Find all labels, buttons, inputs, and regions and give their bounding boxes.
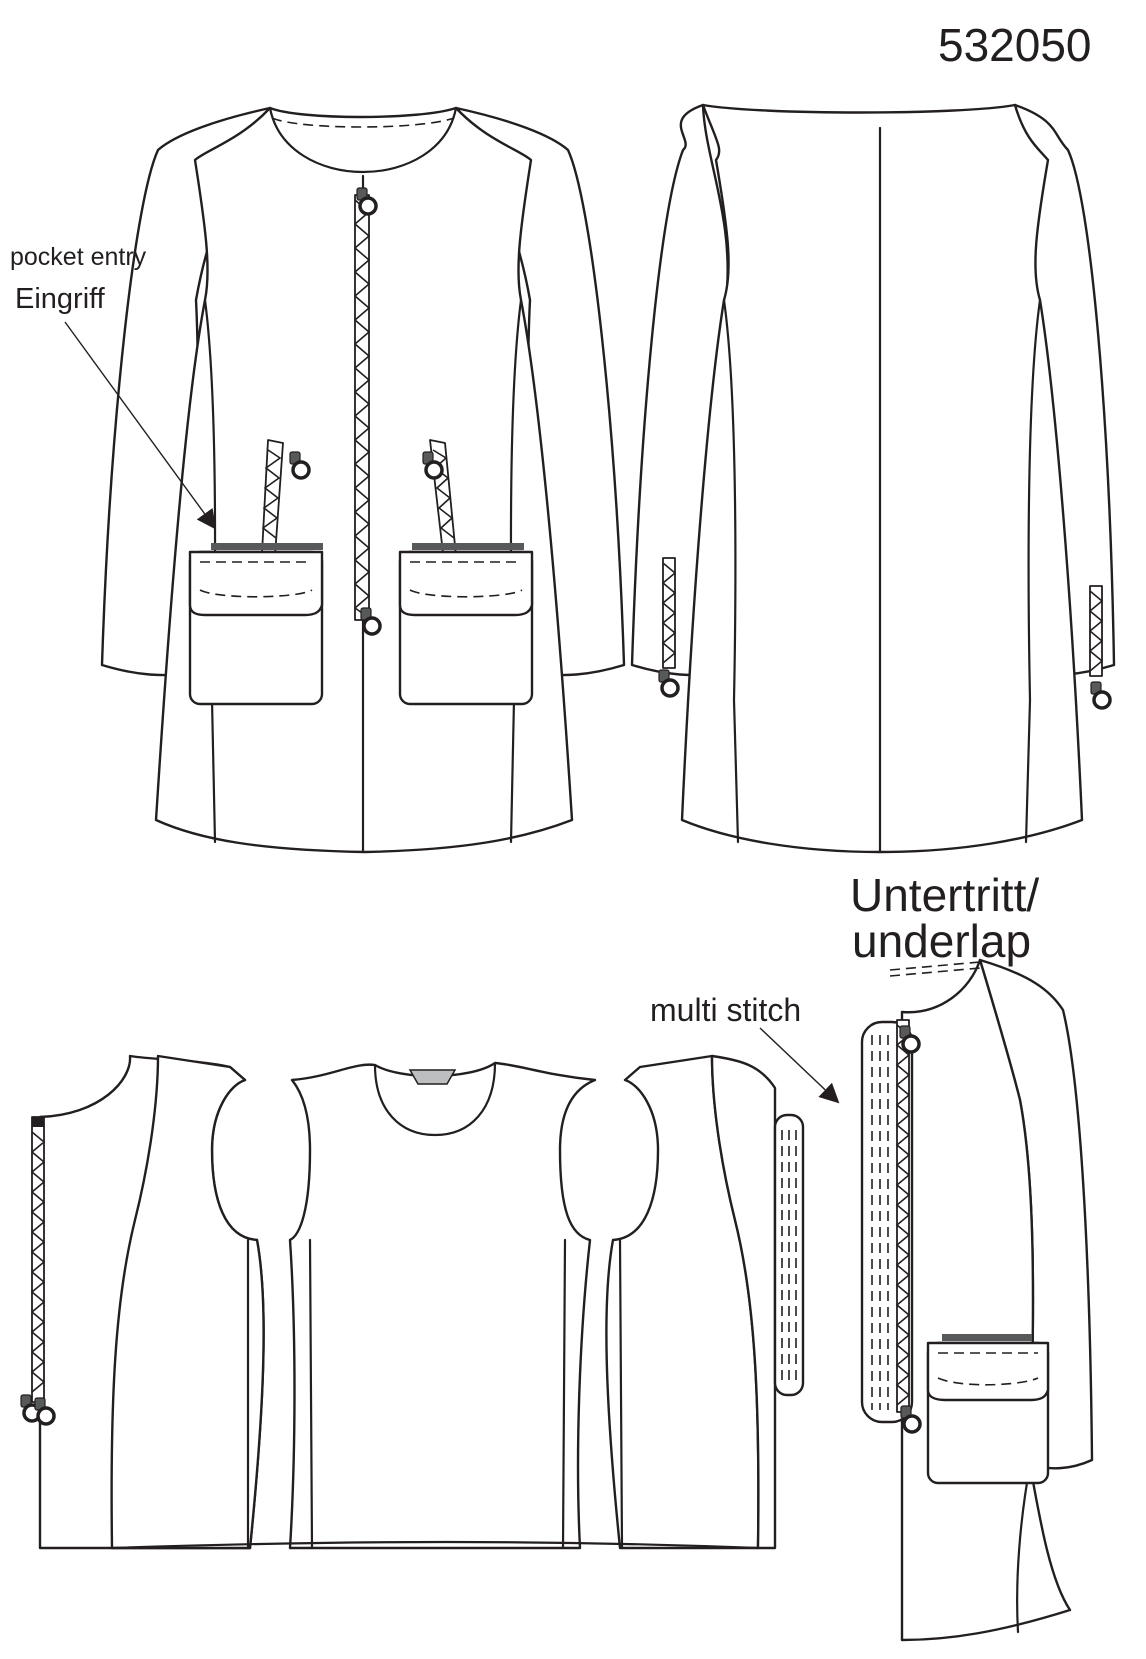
detail-pocket bbox=[926, 1334, 1050, 1485]
front-zipper-icon bbox=[353, 186, 382, 636]
flat-underlap-multi-stitch bbox=[773, 1113, 805, 1397]
flat-back-label-tab bbox=[408, 1069, 457, 1085]
flat-front-zipper-icon bbox=[19, 1116, 56, 1426]
front-neckline-stitch bbox=[271, 117, 455, 128]
detail-zipper-icon bbox=[895, 1019, 922, 1434]
pocket-entry-label-de: Eingriff bbox=[15, 283, 105, 315]
style-number: 532050 bbox=[938, 19, 1092, 71]
detail-princess-seam bbox=[1016, 1463, 1032, 1634]
back-view bbox=[630, 103, 1116, 854]
back-right-princess-seam bbox=[1024, 298, 1042, 844]
multi-stitch-arrow bbox=[759, 1027, 840, 1104]
back-left-sleeve-zipper-icon bbox=[657, 557, 680, 698]
front-neckline bbox=[268, 106, 458, 174]
front-view bbox=[100, 106, 626, 854]
pocket-entry-label-en: pocket entry bbox=[10, 243, 147, 271]
multi-stitch-label: multi stitch bbox=[650, 992, 802, 1028]
zipper-pull-icon bbox=[1089, 680, 1112, 710]
flat-open-view bbox=[19, 1054, 805, 1550]
back-right-sleeve-zipper-icon bbox=[1088, 585, 1112, 710]
pocket-entry-arrow bbox=[64, 321, 217, 530]
flat-right-front bbox=[710, 1054, 777, 1550]
underlap-detail-view bbox=[860, 958, 1094, 1642]
underlap-label-de: Untertritt/ bbox=[850, 869, 1040, 921]
underlap-label-en: underlap bbox=[852, 915, 1032, 967]
front-left-sleeve bbox=[100, 106, 272, 677]
flat-left-side-piece bbox=[110, 1054, 265, 1550]
flat-back-neckline bbox=[373, 1061, 497, 1137]
flat-back bbox=[288, 1061, 597, 1550]
back-body bbox=[680, 103, 1084, 854]
front-left-pocket bbox=[188, 439, 324, 706]
back-left-princess-seam bbox=[722, 298, 740, 844]
front-right-pocket bbox=[398, 439, 534, 706]
flat-hem-line bbox=[110, 1540, 760, 1550]
front-right-sleeve bbox=[454, 106, 626, 677]
